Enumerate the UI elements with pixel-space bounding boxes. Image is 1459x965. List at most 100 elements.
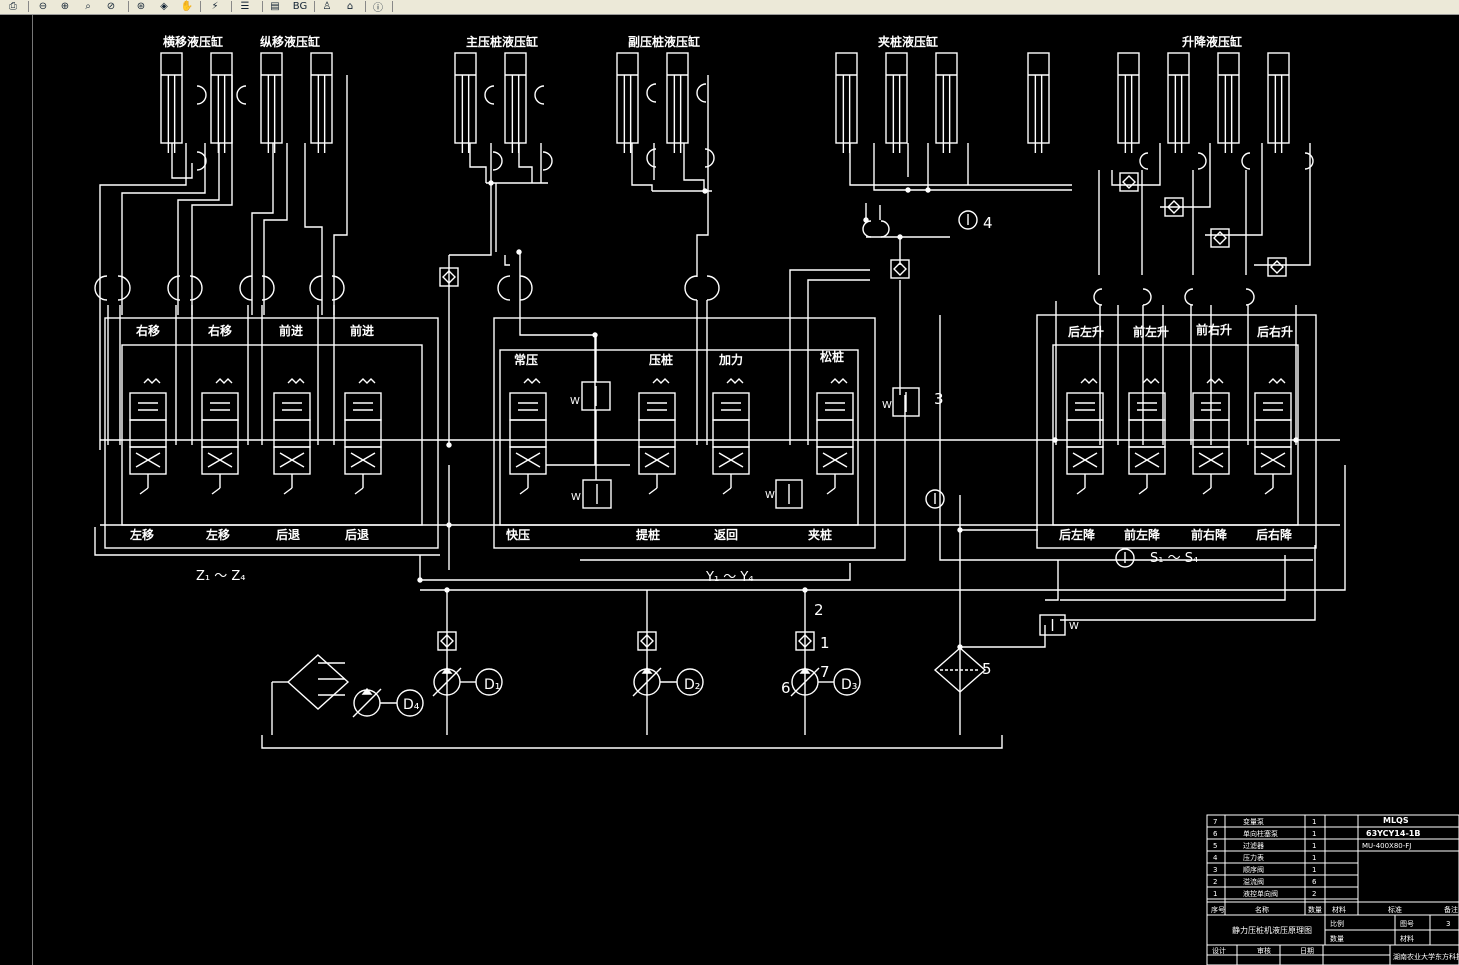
- valve-label-bottom: 后退: [345, 527, 369, 542]
- components: [94, 83, 1314, 735]
- label-w: W: [765, 490, 775, 501]
- info-icon[interactable]: ⓘ: [373, 3, 383, 14]
- cylinder-body: [210, 52, 233, 144]
- tb-school: 湖南农业大学东方科技学院: [1393, 952, 1459, 961]
- valve-label-top: 前进: [350, 323, 374, 338]
- group-title-main-pile: 主压桩液压缸: [466, 34, 538, 49]
- cylinder-body: [835, 52, 858, 144]
- spring-symbol: [215, 378, 233, 384]
- spring-symbol: [143, 378, 161, 384]
- home-icon[interactable]: ⌂: [346, 1, 354, 12]
- cylinder-body: [310, 52, 333, 144]
- zoom-extents-icon[interactable]: ◈: [160, 1, 168, 12]
- relief-valve: [581, 381, 611, 411]
- tb-model: 63YCY14-1B: [1366, 829, 1420, 838]
- user-icon[interactable]: ♙: [322, 1, 332, 12]
- spring-symbol: [523, 378, 541, 384]
- junction-dot: [925, 187, 931, 193]
- vertical-ruler: [32, 15, 33, 965]
- tb-head-material: 材料: [1332, 905, 1346, 914]
- pressure-gauge: [925, 489, 945, 509]
- valve-label-bottom: 左移: [129, 527, 154, 542]
- valve-spool-position: [816, 419, 854, 448]
- tb-row-qty: 6: [1312, 878, 1317, 886]
- pipe-line: [960, 625, 1046, 648]
- crossed-flow: [515, 452, 541, 468]
- label-6: 6: [781, 679, 791, 697]
- zoom-in-icon[interactable]: ⊕: [60, 1, 70, 12]
- tb-check-label: 审核: [1257, 946, 1271, 955]
- tb-row-no: 5: [1213, 842, 1217, 850]
- zoom-out-icon[interactable]: ⊖: [38, 1, 48, 12]
- valve-spool-position: [509, 392, 547, 421]
- directional-control-valve: [1192, 378, 1230, 495]
- tb-row-no: 1: [1213, 890, 1217, 898]
- zoom-window-icon[interactable]: ⌕: [85, 1, 91, 12]
- label-z-range: Z₁ ～ Z₄: [196, 569, 246, 584]
- directional-control-valve: [1254, 378, 1292, 495]
- junction-dot: [417, 577, 423, 583]
- check-valve-frame: [1164, 197, 1184, 217]
- valve-label-bottom: 后左降: [1059, 527, 1096, 542]
- cylinder-body: [935, 52, 958, 144]
- zoom-realtime-icon[interactable]: ⊘: [106, 1, 116, 12]
- valve-bank-frame-middle: [493, 317, 876, 549]
- valve-spool-position: [712, 392, 750, 421]
- filter: [933, 647, 987, 693]
- actuator-stem: [648, 487, 658, 495]
- tb-sheet-label: 图号: [1400, 920, 1414, 928]
- tb-row-name: 液控单向阀: [1243, 889, 1278, 898]
- hydraulic-cylinder: [1027, 52, 1050, 153]
- pilot-check-valve: [239, 275, 253, 301]
- pan-icon[interactable]: ✋: [180, 1, 194, 12]
- background-icon[interactable]: BG: [292, 1, 308, 12]
- cylinder-body: [260, 52, 283, 144]
- pilot-check-valve: [261, 275, 275, 301]
- pipe-line: [1205, 143, 1263, 236]
- junction-dot: [446, 522, 452, 528]
- print-icon[interactable]: ⎙: [9, 1, 17, 12]
- pilot-check-valve: [704, 148, 715, 168]
- valve-subframe: [121, 344, 423, 526]
- actuator-stem: [826, 487, 836, 495]
- tb-row-name: 过滤器: [1243, 841, 1264, 850]
- tb-design-label: 设计: [1212, 946, 1226, 955]
- pilot-check-valve: [646, 148, 657, 168]
- pilot-check-valve: [167, 275, 181, 301]
- actuator-stem: [211, 487, 221, 495]
- measure-icon[interactable]: ⚡: [211, 1, 219, 12]
- pipe-line: [519, 252, 596, 465]
- directional-control-valve: [1066, 378, 1104, 495]
- directional-control-valve: [509, 378, 547, 495]
- pipe-line: [177, 143, 220, 315]
- valve-subframe: [499, 349, 859, 526]
- pipe-line: [449, 183, 492, 256]
- tb-drawing-code: MLQS: [1383, 816, 1409, 825]
- properties-icon[interactable]: ▤: [270, 1, 280, 12]
- spring-symbol: [1142, 378, 1160, 384]
- valve-spool-position: [344, 419, 382, 448]
- crossed-flow: [207, 452, 233, 468]
- check-valve-box: [890, 259, 910, 279]
- layers-icon[interactable]: ☰: [240, 1, 250, 12]
- actuator-stem: [1264, 487, 1274, 495]
- actuator-stem: [354, 487, 364, 495]
- zoom-previous-icon[interactable]: ⊛: [136, 1, 146, 12]
- check-valve-box: [439, 267, 459, 287]
- tb-row-no: 4: [1213, 854, 1218, 862]
- check-valve-box: [1119, 172, 1139, 192]
- pressure-gauge: [1115, 548, 1135, 568]
- crossed-flow: [644, 452, 670, 468]
- check-valve-frame: [890, 259, 910, 279]
- pilot-check-valve: [880, 220, 890, 238]
- actuator-stem: [1076, 487, 1086, 495]
- pilot-check-valve: [646, 83, 657, 103]
- pipe-line: [1111, 143, 1161, 186]
- pump-triangle: [799, 666, 811, 674]
- tb-sheet-value: 3: [1446, 920, 1450, 928]
- pilot-check-valve: [484, 85, 495, 105]
- pipe-line: [939, 315, 1313, 561]
- cylinder-body: [504, 52, 527, 144]
- group-title-lift: 升降液压缸: [1182, 34, 1242, 49]
- pipe-line: [121, 143, 206, 315]
